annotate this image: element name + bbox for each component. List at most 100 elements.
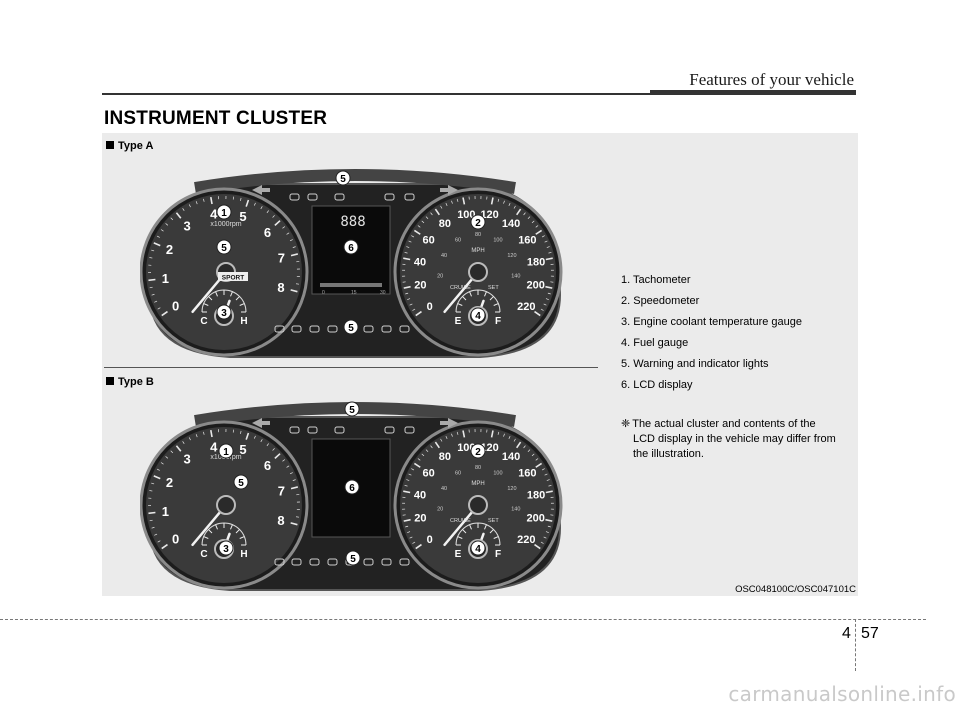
speedo-unit-label: MPH [471, 248, 484, 254]
type-b-label: Type B [106, 376, 154, 388]
warning-light-icon [274, 325, 285, 333]
fuel-gauge-max-label: F [495, 549, 501, 560]
callout-number: 2 [475, 447, 481, 458]
lcd-scale-label: 30 [380, 290, 386, 296]
temp-gauge-min-label: C [200, 316, 207, 327]
speedometer-gauge-tick [546, 479, 550, 481]
speedometer-gauge-tick [462, 197, 466, 205]
speedometer-gauge-tick [497, 198, 500, 202]
tachometer-gauge-tick [253, 435, 256, 439]
tachometer-gauge-tick [245, 199, 250, 207]
fuel-gauge-tick [493, 536, 499, 539]
turn-signal-right-icon [440, 418, 458, 428]
speedometer-gauge-tick [490, 430, 494, 438]
speedometer-gauge-tick-label: 20 [414, 513, 426, 525]
temp-gauge-tick [208, 529, 213, 534]
callout-badge [233, 474, 249, 490]
speedometer-gauge-tick [541, 468, 545, 471]
tachometer-gauge-tick [151, 526, 155, 529]
tachometer-gauge-tick [149, 257, 153, 259]
callout-badge [470, 443, 486, 459]
tachometer-gauge-tick [182, 208, 185, 211]
legend-item: 3. Engine coolant temperature gauge [621, 316, 803, 328]
indicator-light-icon [289, 193, 300, 201]
fuel-gauge-tick [469, 291, 472, 297]
speedometer-gauge-tick [508, 435, 511, 439]
fuel-gauge-tick [484, 291, 487, 297]
temp-gauge-tick [215, 291, 218, 297]
tachometer-gauge-tick [289, 472, 293, 475]
figure-code: OSC048100C/OSC047101C [735, 584, 856, 595]
speedometer-gauge-tick-label: 100 [457, 209, 475, 221]
speedometer-gauge-tick [548, 484, 552, 487]
type-a-text: Type A [118, 140, 154, 152]
fuel-gauge-max-label: F [495, 316, 501, 327]
tachometer-gauge-tick [274, 453, 281, 459]
tachometer-gauge-tick [151, 293, 155, 296]
tachometer-gauge-tick [182, 441, 185, 444]
callout-badge [344, 479, 360, 495]
speedometer-gauge-tick-label: 60 [422, 468, 434, 480]
lcd-scale-label: 0 [322, 290, 325, 296]
footer-rule [0, 619, 926, 620]
speedo-inner-label: 100 [493, 238, 502, 244]
lcd-bar-scale [320, 283, 382, 287]
speedometer-gauge-tick [497, 431, 500, 435]
tachometer-gauge-tick [195, 201, 198, 205]
temp-gauge-tick [203, 303, 209, 306]
temp-gauge-max-label: H [240, 316, 247, 327]
turn-signal-left-icon [252, 185, 270, 195]
speedometer-gauge-tick [543, 536, 547, 539]
speedometer-gauge-tick [535, 458, 539, 461]
sport-label: SPORT [222, 275, 244, 282]
indicator-light-icon [334, 193, 345, 201]
note-line: The actual cluster and contents of the [632, 418, 816, 430]
speedometer-gauge-tick [456, 431, 459, 435]
tachometer-gauge-tick [282, 226, 286, 229]
tachometer-gauge-tick [160, 462, 164, 465]
tachometer-gauge-tick [292, 246, 296, 248]
speedometer-gauge-tick [407, 531, 411, 534]
fuel-gauge-tick [493, 303, 499, 306]
fuel-gauge-tick [457, 536, 463, 539]
tachometer-gauge-tick-label: 3 [183, 219, 190, 234]
speedometer-gauge-tick-label: 80 [439, 218, 451, 230]
speedometer-gauge-tick [546, 246, 550, 248]
speedo-inner-label: 120 [507, 253, 516, 259]
speedometer-gauge-tick [440, 438, 443, 442]
speedo-inner-label: 100 [493, 471, 502, 477]
sport-badge [218, 272, 248, 281]
bullet-square-icon [106, 141, 114, 149]
tachometer-gauge-tick-label: 7 [278, 251, 285, 266]
speedometer-gauge-tick [531, 453, 535, 457]
note: ❈The actual cluster and contents of the … [621, 417, 851, 462]
tachometer-gauge-tick [290, 253, 299, 257]
temp-gauge-tick [239, 303, 245, 306]
speedometer-gauge-tick-label: 60 [422, 235, 434, 247]
tachometer-gauge-tick [188, 437, 191, 441]
speedo-inner-label: 80 [475, 232, 481, 238]
tachometer-gauge-tick [170, 217, 174, 221]
callout-badge [345, 550, 361, 566]
speedometer-gauge-tick [534, 310, 541, 317]
fuel-gauge-tick [457, 303, 463, 306]
tachometer-gauge-tick [290, 486, 299, 490]
tachometer-gauge-tick [289, 239, 293, 242]
indicator-light-icon [404, 426, 415, 434]
speedometer-gauge-tick-label: 160 [518, 235, 536, 247]
temp-gauge-tick [215, 524, 218, 530]
speedo-inner-label: 40 [441, 486, 447, 492]
speedometer-hub [468, 262, 488, 282]
warning-light-icon [381, 558, 392, 566]
speedometer-gauge-tick-label: 180 [527, 489, 545, 501]
note-symbol-icon: ❈ [621, 418, 631, 430]
tach-unit-label: x1000rpm [210, 221, 241, 228]
warning-light-icon [274, 558, 285, 566]
tachometer-gauge-tick [157, 540, 161, 543]
speedometer-gauge-tick [545, 285, 553, 289]
fuel-gauge-tick [462, 529, 467, 534]
callout-badge [216, 204, 232, 220]
callout-badge [343, 239, 359, 255]
tachometer-gauge-tick [203, 431, 205, 435]
